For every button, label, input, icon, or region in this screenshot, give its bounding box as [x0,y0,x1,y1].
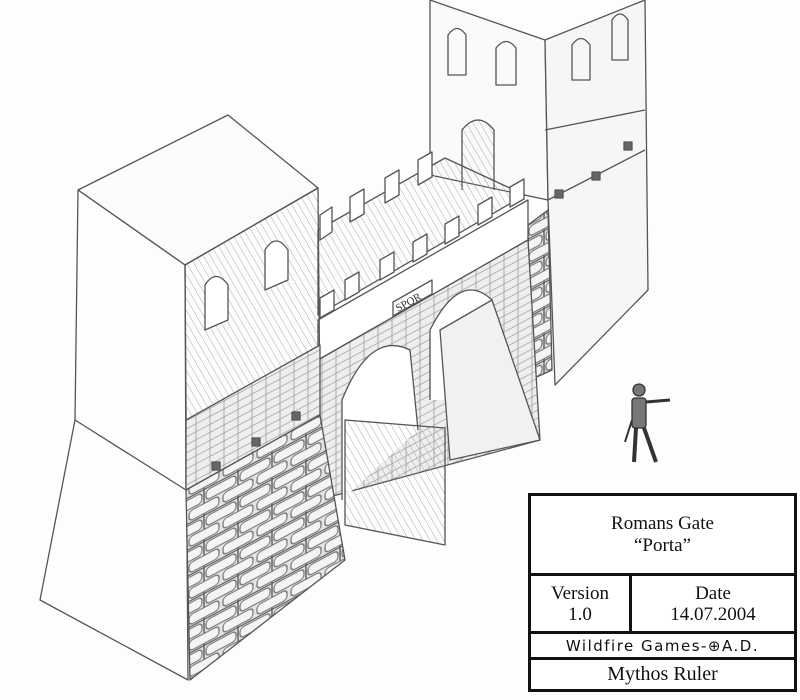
version-label: Version [550,582,610,604]
date-label: Date [695,582,731,604]
date-cell: Date 14.07.2004 [632,576,794,631]
roman-soldier-figure [624,383,671,463]
version-cell: Version 1.0 [531,576,632,631]
gate-door [344,419,446,546]
drawing-subtitle: “Porta” [634,534,691,556]
crenellations [319,151,525,319]
drawing-title: Romans Gate [611,512,714,534]
studio-name: Wildfire Games-⊕A.D. [531,634,794,660]
author-name: Mythos Ruler [607,663,718,685]
date-value: 14.07.2004 [670,603,756,625]
title-section: Romans Gate “Porta” [531,496,794,576]
version-value: 1.0 [568,603,592,625]
title-block: Romans Gate “Porta” Version 1.0 Date 14.… [528,493,797,692]
version-date-row: Version 1.0 Date 14.07.2004 [531,576,794,634]
left-tower [39,114,346,681]
